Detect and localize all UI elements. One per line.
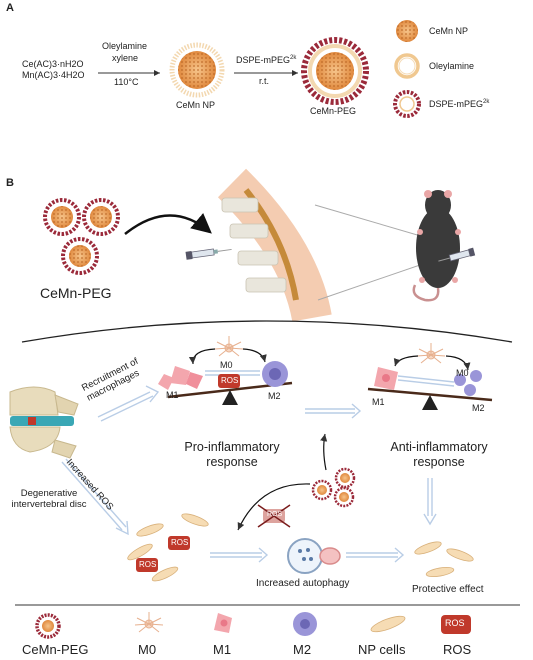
legend-label-m1: M1 — [213, 642, 232, 657]
condition-xylene: xylene — [112, 53, 139, 63]
pro-to-anti-arrow — [305, 403, 362, 419]
npcells-to-autophagy-arrow — [210, 547, 269, 563]
legend-oleylamine-label: Oleylamine — [429, 61, 475, 71]
legend-dspe-mpeg-icon — [393, 90, 421, 118]
legend-m2-icon — [293, 612, 317, 636]
anti-m0-to-m2-arrow — [445, 355, 471, 371]
m0-to-m2-arrow — [242, 348, 267, 363]
autophagy-to-protective-arrow — [346, 547, 405, 563]
legend-peg-icon — [35, 613, 61, 639]
m1-balance-arrow-anti — [397, 375, 455, 387]
protective-np-cells-icon — [414, 541, 474, 578]
condition-temperature: 110°C — [114, 77, 139, 87]
cemn-np-icon — [169, 42, 225, 98]
np-ros-label-2: ROS — [139, 560, 157, 569]
legend-m0-icon — [134, 612, 164, 633]
pro-m2-icon — [262, 361, 288, 387]
legend-label-m2: M2 — [293, 642, 312, 657]
cemn-peg-label: CeMn-PEG — [40, 285, 112, 301]
np-ros-label-1: ROS — [171, 538, 189, 547]
arrow2-rt: r.t. — [259, 76, 270, 86]
legend-ros-icon-text: ROS — [445, 618, 465, 628]
arrow2-label: DSPE-mPEG2k — [236, 55, 297, 65]
scavenged-ros-icon — [257, 504, 291, 528]
legend-label-np-cells: NP cells — [358, 642, 406, 657]
autophagy-label: Increased autophagy — [256, 578, 350, 589]
legend-label-ros: ROS — [443, 642, 472, 657]
spine-icon — [217, 168, 332, 322]
anti-m0-icon — [416, 343, 446, 364]
peg-to-pro-arrow — [320, 433, 328, 471]
mouse-syringe-icon — [438, 247, 476, 262]
legend-np-cells-icon — [370, 615, 406, 633]
anti-m1-label: M1 — [372, 397, 385, 407]
anti-to-protective-arrow — [423, 478, 437, 526]
m0-to-m1-arrow — [188, 348, 216, 365]
pro-m2-label: M2 — [268, 391, 281, 401]
anti-balance — [367, 387, 493, 410]
legend-label-cemn-peg: CeMn-PEG — [22, 642, 89, 657]
recruitment-arrow — [97, 385, 160, 422]
legend-label-m0: M0 — [138, 642, 157, 657]
product-cemn-peg-label: CeMn-PEG — [310, 106, 357, 116]
autophagy-icon — [287, 538, 341, 574]
np-ros-icon-1 — [168, 536, 190, 550]
pro-ros-label: ROS — [221, 376, 239, 385]
pro-m0-icon — [214, 336, 244, 357]
reagent-ce: Ce(AC)3·nH2O — [22, 59, 84, 69]
mouse-icon — [412, 190, 461, 302]
anti-m1-icon — [374, 367, 398, 390]
cemn-peg-cluster-icon — [43, 198, 120, 275]
legend-cemn-np-icon — [396, 20, 418, 42]
anti-m2-label: M2 — [472, 403, 485, 413]
product-cemn-np-label: CeMn NP — [176, 100, 216, 110]
panel-b-letter: B — [6, 177, 14, 189]
condition-oleylamine: Oleylamine — [102, 41, 148, 51]
legend-dspe-label: DSPE-mPEG2k — [429, 99, 490, 109]
pro-ros-icon — [218, 374, 240, 388]
syringe-icon — [185, 248, 232, 260]
anti-m2-icon — [454, 370, 482, 396]
injection-arrow — [124, 213, 212, 235]
anti-m0-label: M0 — [456, 368, 469, 378]
cemn-peg-middle-cluster-icon — [311, 467, 356, 508]
protective-effect-label: Protective effect — [412, 584, 484, 595]
pro-m1-icon — [158, 366, 203, 390]
cemn-peg-icon — [301, 37, 369, 105]
anti-m0-to-m1-arrow — [393, 355, 419, 367]
separator-arc — [21, 320, 513, 343]
pro-m1-label: M1 — [166, 390, 179, 400]
reagent-mn: Mn(AC)3·4H2O — [22, 70, 85, 80]
legend-oleylamine-icon — [394, 53, 420, 79]
np-ros-icon-2 — [136, 558, 158, 572]
ros-arrow — [61, 458, 129, 536]
pro-m0-label: M0 — [220, 360, 233, 370]
degenerative-disc-icon — [9, 386, 79, 459]
np-cells-cluster-icon — [127, 513, 209, 582]
legend-cemn-np-label: CeMn NP — [429, 26, 469, 36]
legend-ros-icon — [441, 615, 471, 634]
legend-m1-icon — [214, 613, 232, 633]
scavenged-ros-label: ROS — [267, 511, 283, 518]
peg-to-ros-arrow — [237, 483, 311, 531]
panel-a-letter: A — [6, 2, 14, 14]
